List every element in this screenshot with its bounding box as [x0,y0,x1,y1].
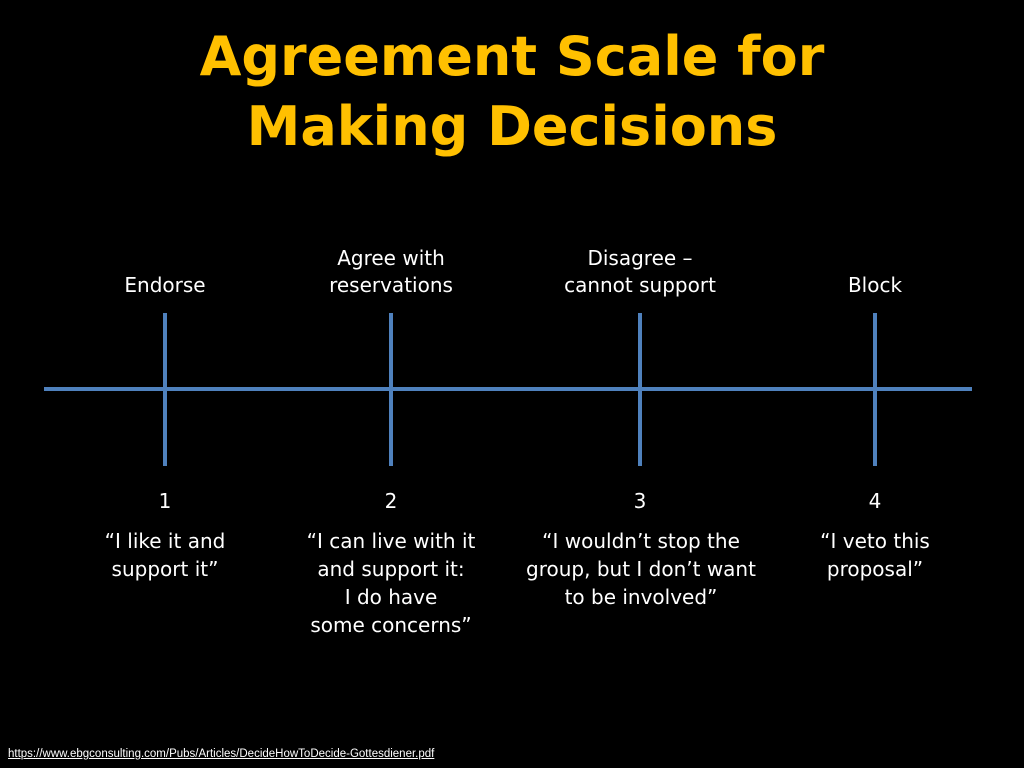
scale-label-block: Block [847,273,903,297]
source-link[interactable]: https://www.ebgconsulting.com/Pubs/Artic… [8,748,435,760]
scale-label-agree-with-reservations: Agree with reservations [329,246,453,297]
page-title: Agreement Scale for Making Decisions [0,22,1024,162]
title-line-2: Making Decisions [246,95,778,158]
title-line-1: Agreement Scale for [199,25,825,88]
scale-label-endorse: Endorse [124,273,206,297]
scale-number-3: 3 [633,489,647,513]
scale-number-1: 1 [158,489,172,513]
scale-quote-1: “I like it and support it” [104,529,226,581]
scale-quote-4: “I veto this proposal” [820,529,930,581]
scale-quote-2: “I can live with it and support it: I do… [306,529,476,637]
scale-label-disagree: Disagree – cannot support [564,246,716,297]
scale-number-2: 2 [384,489,398,513]
scale-number-4: 4 [868,489,882,513]
scale-quote-3: “I wouldn’t stop the group, but I don’t … [526,529,756,609]
